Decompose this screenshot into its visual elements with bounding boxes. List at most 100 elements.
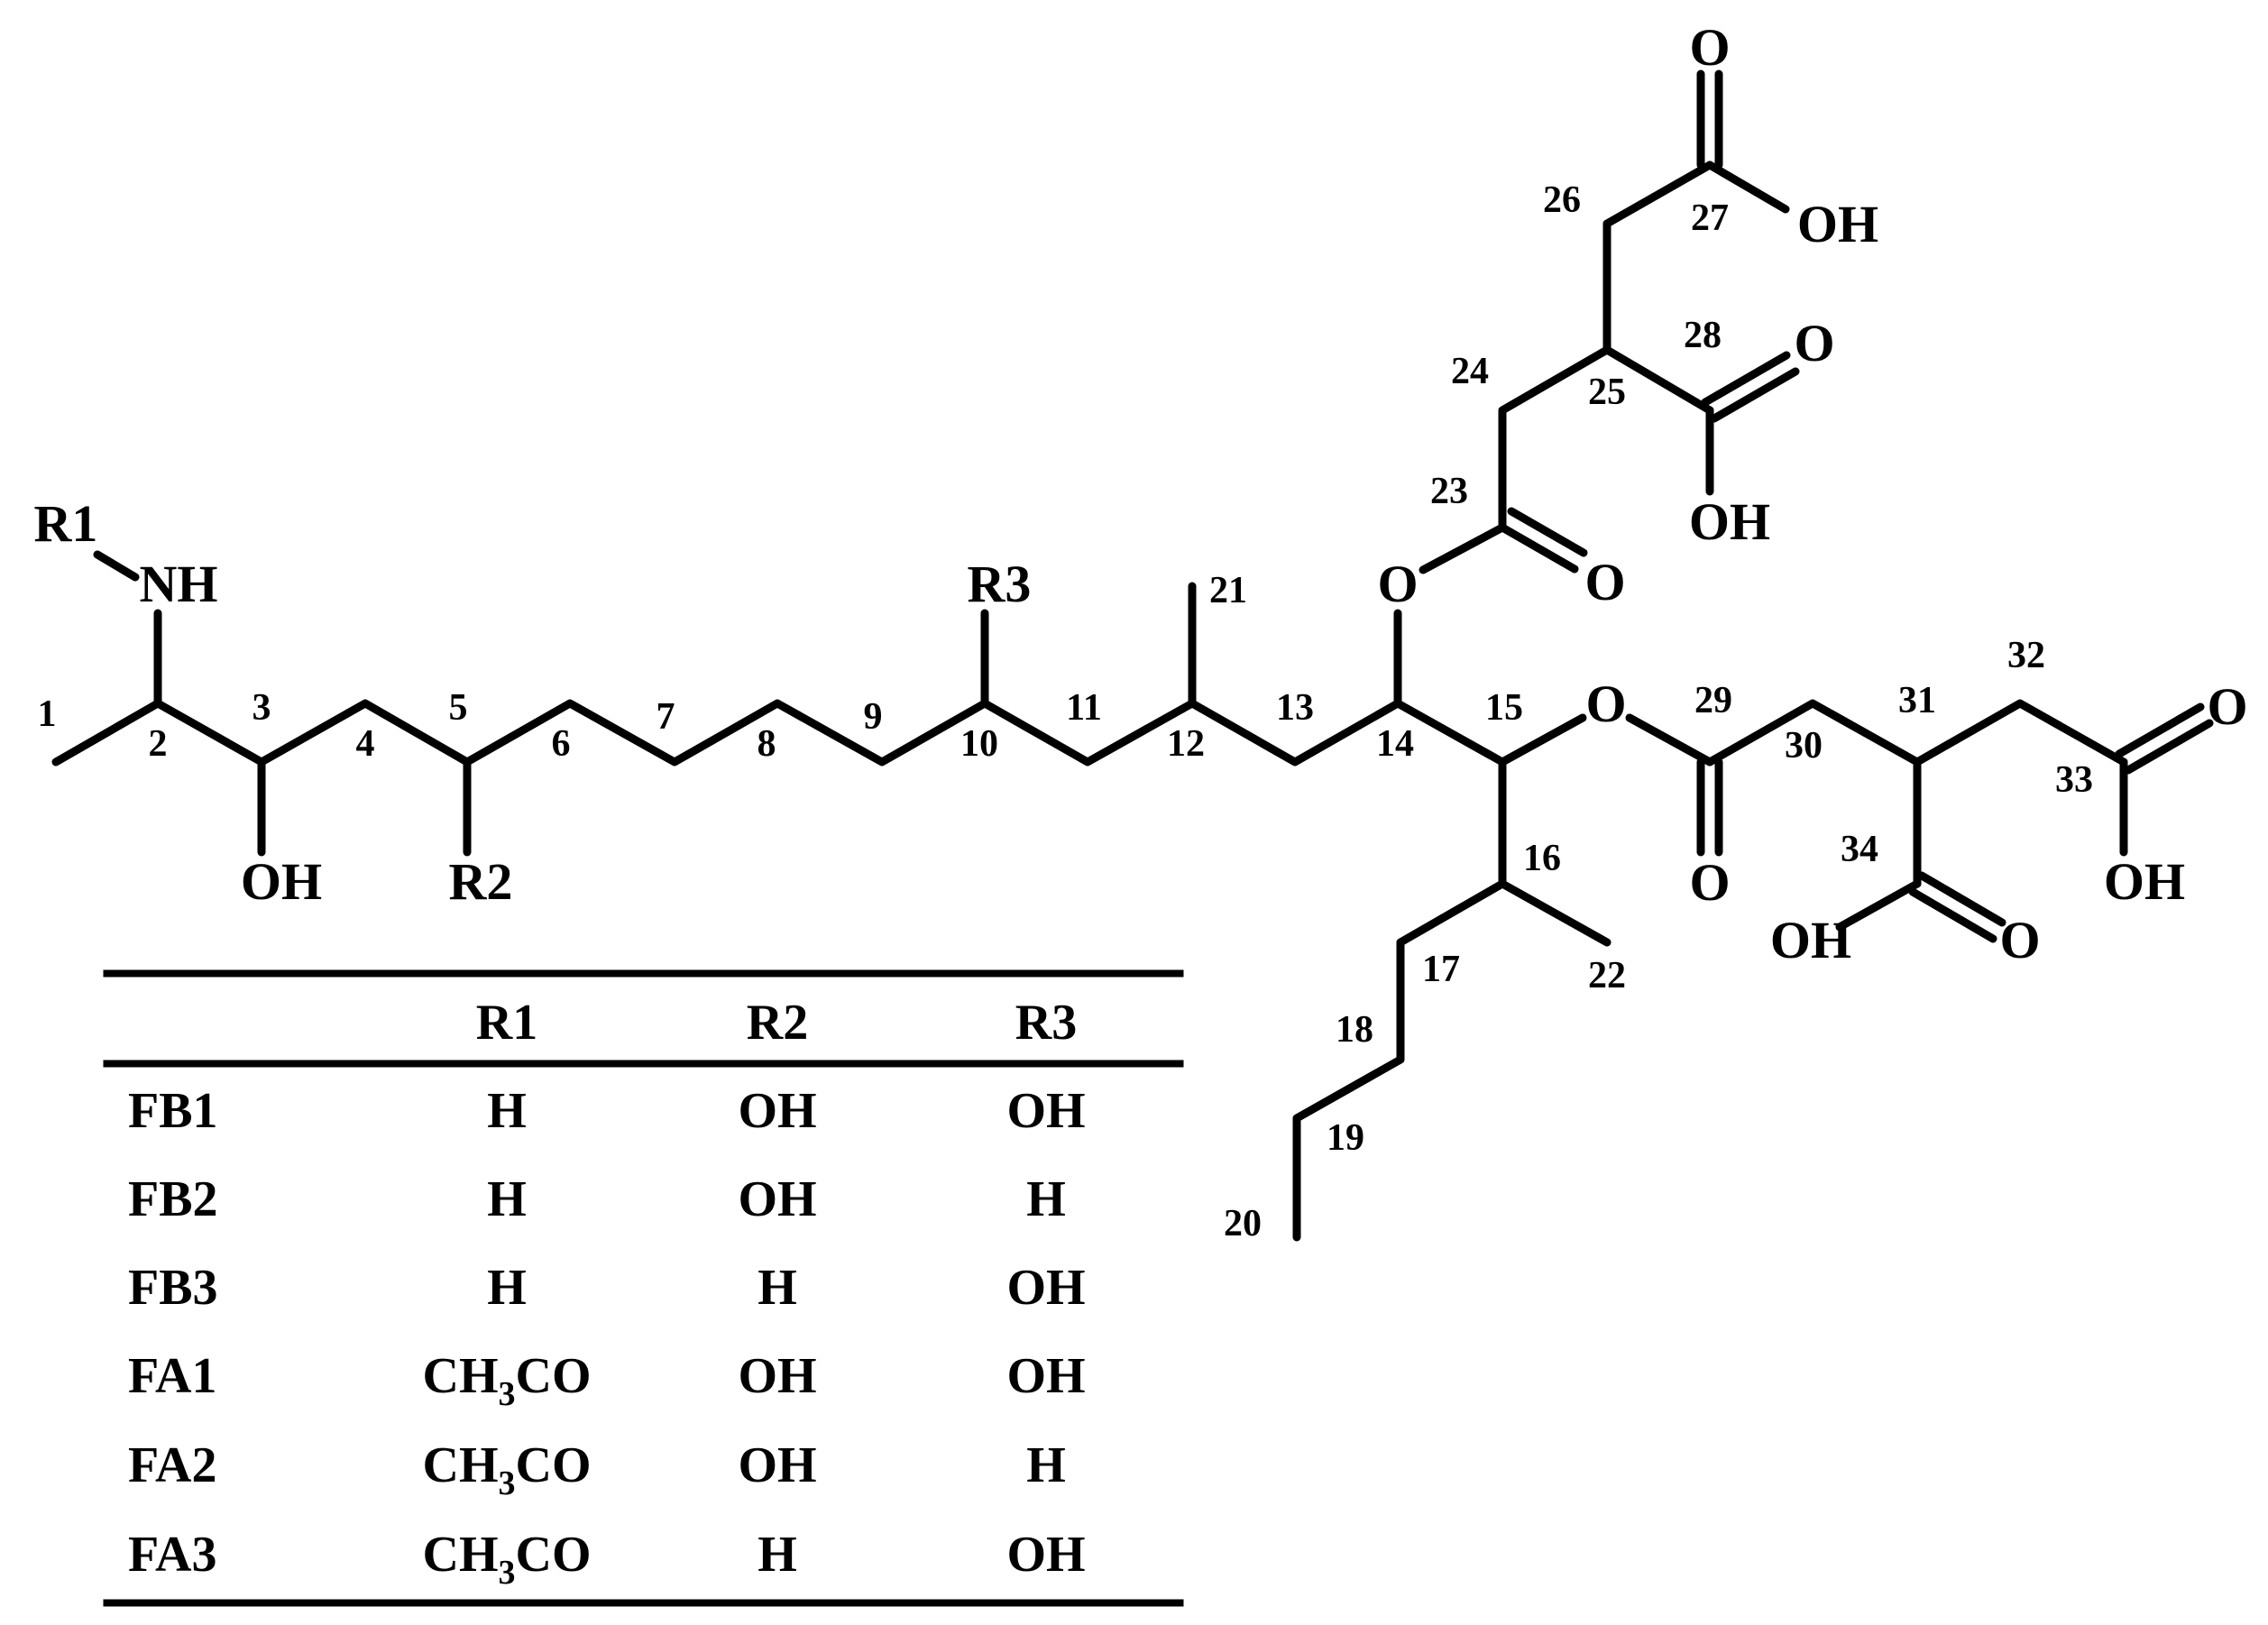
table-row: FA3 CH3CO H OH bbox=[128, 1527, 1086, 1592]
table-cell-r2: OH bbox=[738, 1348, 816, 1404]
table-top-rule bbox=[103, 969, 1184, 978]
carbon-number: 9 bbox=[864, 696, 883, 738]
carbon-number: 4 bbox=[356, 723, 375, 765]
table-row-name: FA3 bbox=[128, 1527, 217, 1583]
atom-o-c14: O bbox=[1377, 555, 1418, 613]
carbon-number: 24 bbox=[1451, 351, 1489, 392]
carbon-number: 31 bbox=[1898, 680, 1936, 721]
table-row-name: FB2 bbox=[128, 1171, 218, 1227]
bond-c34-o-double-b bbox=[1917, 871, 2006, 927]
carbon-number: 2 bbox=[149, 723, 168, 765]
carbon-number: 32 bbox=[2007, 635, 2045, 676]
atom-r1: R1 bbox=[34, 494, 98, 553]
table-row-name: FB1 bbox=[128, 1083, 218, 1139]
table-cell-r3: OH bbox=[1006, 1348, 1085, 1404]
bond-c33-o-double-a bbox=[2115, 702, 2205, 758]
backbone-chain bbox=[51, 699, 1507, 767]
table-header-r1: R1 bbox=[476, 995, 537, 1051]
table-cell-r2: H bbox=[758, 1527, 797, 1583]
carbon-number: 7 bbox=[657, 696, 675, 738]
table-row-name: FA1 bbox=[128, 1348, 217, 1404]
carbon-number: 14 bbox=[1376, 723, 1414, 765]
bond-c16-c22 bbox=[1498, 879, 1611, 947]
carbon-number: 20 bbox=[1224, 1203, 1262, 1244]
table-header-r2: R2 bbox=[747, 995, 808, 1051]
table-cell-r3: OH bbox=[1006, 1083, 1085, 1139]
bond-o-c29 bbox=[1625, 713, 1714, 767]
carbon-number: 10 bbox=[960, 723, 998, 765]
table-cell-r3: OH bbox=[1006, 1260, 1085, 1316]
carbon-numbers: 1 2 3 4 5 6 7 8 9 10 11 12 13 14 15 16 1… bbox=[38, 179, 2094, 1244]
carbon-number: 21 bbox=[1209, 570, 1247, 611]
atom-r2: R2 bbox=[449, 852, 513, 911]
bond-c23-o-double-b bbox=[1507, 507, 1588, 557]
carbon-number: 17 bbox=[1422, 949, 1460, 990]
side-chain-c16-c20 bbox=[1292, 757, 1507, 1242]
carbon-number: 22 bbox=[1588, 955, 1626, 996]
atom-o-c15: O bbox=[1585, 675, 1626, 733]
atom-oh-c34: OH bbox=[1770, 911, 1851, 969]
chain-c25-c27 bbox=[1602, 161, 1714, 354]
table-row: FB3 H H OH bbox=[128, 1260, 1086, 1316]
carbon-number: 12 bbox=[1167, 723, 1205, 765]
carbon-number: 30 bbox=[1785, 725, 1823, 767]
bond-n-r1 bbox=[93, 550, 140, 582]
carbon-number: 3 bbox=[253, 687, 271, 729]
table-cell-r1: H bbox=[487, 1083, 527, 1139]
carbon-number: 13 bbox=[1276, 687, 1314, 729]
carbon-number: 15 bbox=[1485, 687, 1523, 729]
table-row: FA1 CH3CO OH OH bbox=[128, 1348, 1086, 1413]
bond-c25-c28 bbox=[1602, 345, 1714, 415]
table-cell-r3: OH bbox=[1006, 1527, 1085, 1583]
carbon-number: 33 bbox=[2055, 759, 2093, 801]
table-row: FA2 CH3CO OH H bbox=[128, 1437, 1066, 1502]
table-row: FB2 H OH H bbox=[128, 1171, 1066, 1227]
chain-c23-c25 bbox=[1498, 345, 1611, 532]
table-cell-r1: H bbox=[487, 1260, 527, 1316]
atom-o-c34: O bbox=[1999, 911, 2040, 969]
carbon-number: 18 bbox=[1336, 1009, 1373, 1051]
atom-oh-c3: OH bbox=[241, 852, 322, 911]
table-cell-r2: H bbox=[758, 1260, 797, 1316]
carbon-number: 25 bbox=[1588, 372, 1626, 413]
atom-o-c27: O bbox=[1689, 18, 1730, 77]
atom-o-c29: O bbox=[1689, 853, 1730, 912]
carbon-number: 8 bbox=[758, 723, 776, 765]
bond-o-c23 bbox=[1419, 523, 1507, 574]
bond-c28-o-double-a bbox=[1701, 351, 1791, 407]
bond-c34-oh bbox=[1835, 879, 1922, 932]
atom-oh-c27: OH bbox=[1797, 195, 1878, 253]
carbon-number: 26 bbox=[1543, 179, 1581, 221]
carbon-number: 6 bbox=[552, 723, 571, 765]
table-cell-r2: OH bbox=[738, 1171, 816, 1227]
table-bottom-rule bbox=[103, 1599, 1184, 1607]
carbon-number: 5 bbox=[449, 687, 468, 729]
carbon-number: 1 bbox=[38, 693, 57, 735]
table-row: FB1 H OH OH bbox=[128, 1083, 1086, 1139]
table-cell-r1: CH3CO bbox=[423, 1348, 592, 1413]
carbon-number: 29 bbox=[1694, 680, 1732, 721]
table-row-name: FA2 bbox=[128, 1437, 217, 1493]
table-cell-r1: CH3CO bbox=[423, 1437, 592, 1502]
carbon-number: 11 bbox=[1066, 687, 1102, 729]
bond-c23-o-double-a bbox=[1498, 523, 1579, 574]
atom-oh-c28: OH bbox=[1689, 492, 1770, 551]
atom-oh-c33: OH bbox=[2104, 852, 2185, 911]
atom-o-c23: O bbox=[1584, 553, 1625, 611]
bond-c33-o-double-b bbox=[2124, 719, 2214, 775]
bond-c27-oh bbox=[1705, 161, 1790, 214]
substituent-table: R1 R2 R3 FB1 H OH OH FB2 H OH H FB3 H H … bbox=[103, 969, 1184, 1607]
table-cell-r1: CH3CO bbox=[423, 1527, 592, 1592]
chemical-bonds bbox=[51, 69, 2214, 1242]
atom-o-c33: O bbox=[2207, 677, 2247, 736]
table-cell-r1: H bbox=[487, 1171, 527, 1227]
table-row-name: FB3 bbox=[128, 1260, 218, 1316]
carbon-number: 16 bbox=[1523, 838, 1561, 879]
bond-c34-o-double-a bbox=[1908, 887, 1997, 943]
carbon-number: 27 bbox=[1691, 197, 1729, 239]
table-header-rule bbox=[103, 1060, 1184, 1068]
atom-nh: NH bbox=[140, 555, 218, 613]
carbon-number: 23 bbox=[1430, 471, 1468, 512]
bond-c28-o-double-b bbox=[1710, 367, 1800, 423]
